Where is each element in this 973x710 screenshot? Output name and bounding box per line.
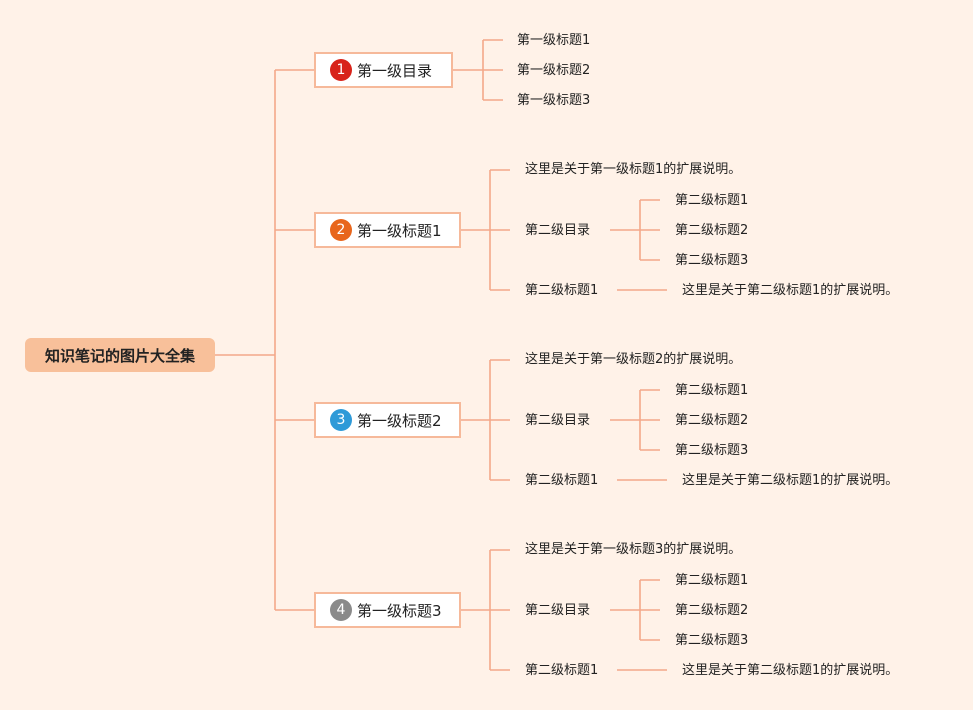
extension-note[interactable]: 这里是关于第一级标题1的扩展说明。 xyxy=(525,162,742,177)
level1-label-3: 第一级标题2 xyxy=(357,411,442,430)
level2-title[interactable]: 第二级标题1 xyxy=(525,283,599,298)
level1-label-1: 第一级目录 xyxy=(357,61,433,80)
extension-note[interactable]: 这里是关于第一级标题3的扩展说明。 xyxy=(525,542,742,557)
level2-note[interactable]: 这里是关于第二级标题1的扩展说明。 xyxy=(682,283,899,298)
level3-item[interactable]: 第二级标题3 xyxy=(675,253,749,268)
level1-node-3[interactable]: 3 第一级标题2 xyxy=(314,402,461,438)
level1-node-1[interactable]: 1 第一级目录 xyxy=(314,52,453,88)
level2-item[interactable]: 第一级标题3 xyxy=(517,93,591,108)
level3-item[interactable]: 第二级标题3 xyxy=(675,443,749,458)
level3-item[interactable]: 第二级标题2 xyxy=(675,603,749,618)
level2-directory[interactable]: 第二级目录 xyxy=(525,223,591,238)
root-label: 知识笔记的图片大全集 xyxy=(44,346,195,365)
level1-label-2: 第一级标题1 xyxy=(357,221,442,240)
level2-title[interactable]: 第二级标题1 xyxy=(525,473,599,488)
level2-directory[interactable]: 第二级目录 xyxy=(525,413,591,428)
number-badge-3: 3 xyxy=(330,409,352,431)
level3-item[interactable]: 第二级标题2 xyxy=(675,413,749,428)
level2-note[interactable]: 这里是关于第二级标题1的扩展说明。 xyxy=(682,663,899,678)
level2-directory[interactable]: 第二级目录 xyxy=(525,603,591,618)
level3-item[interactable]: 第二级标题2 xyxy=(675,223,749,238)
level2-item[interactable]: 第一级标题1 xyxy=(517,33,591,48)
level2-item[interactable]: 第一级标题2 xyxy=(517,63,591,78)
level2-title[interactable]: 第二级标题1 xyxy=(525,663,599,678)
level2-note[interactable]: 这里是关于第二级标题1的扩展说明。 xyxy=(682,473,899,488)
number-badge-4: 4 xyxy=(330,599,352,621)
extension-note[interactable]: 这里是关于第一级标题2的扩展说明。 xyxy=(525,352,742,367)
level3-item[interactable]: 第二级标题3 xyxy=(675,633,749,648)
level1-node-4[interactable]: 4 第一级标题3 xyxy=(314,592,461,628)
level3-item[interactable]: 第二级标题1 xyxy=(675,383,749,398)
number-badge-2: 2 xyxy=(330,219,352,241)
level3-item[interactable]: 第二级标题1 xyxy=(675,573,749,588)
level1-node-2[interactable]: 2 第一级标题1 xyxy=(314,212,461,248)
level1-label-4: 第一级标题3 xyxy=(357,601,442,620)
root-node[interactable]: 知识笔记的图片大全集 xyxy=(25,338,215,372)
level3-item[interactable]: 第二级标题1 xyxy=(675,193,749,208)
number-badge-1: 1 xyxy=(330,59,352,81)
